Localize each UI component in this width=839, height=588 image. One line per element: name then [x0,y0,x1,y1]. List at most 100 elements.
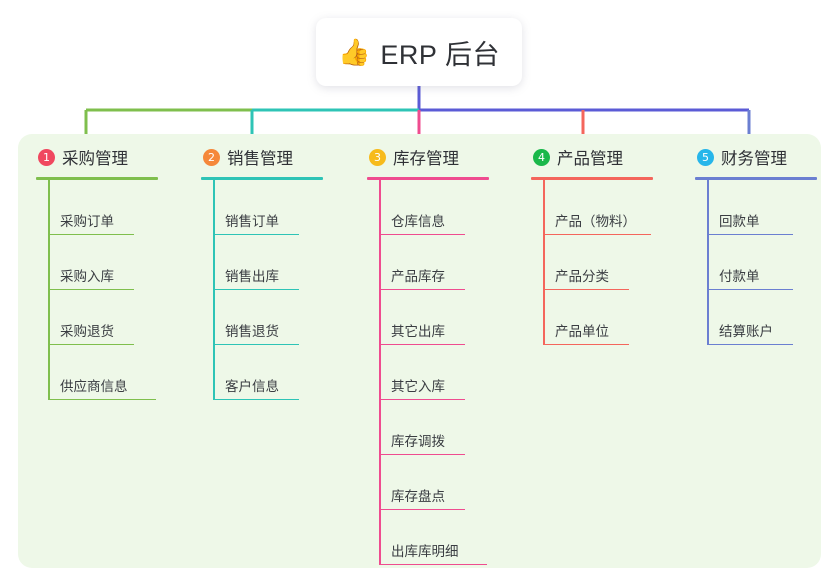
leaf-item-label: 采购退货 [60,324,114,339]
column-5: 5 财务管理回款单付款单结算账户 [695,144,839,345]
leaf-item-label: 付款单 [719,269,760,284]
column-header-rule-5 [695,177,817,180]
column-1: 1 采购管理采购订单采购入库采购退货供应商信息 [36,144,202,400]
thumbs-up-icon: 👍 [338,37,371,67]
leaf-item[interactable]: 客户信息 [213,345,367,400]
leaf-item[interactable]: 销售订单 [213,180,367,235]
leaf-item-rule [379,398,465,400]
leaf-item-label: 销售订单 [225,214,279,229]
leaf-item-rule [543,233,651,235]
leaf-item-rule [213,233,299,235]
column-spine-2 [213,180,215,400]
column-title-1: 采购管理 [62,150,128,168]
column-header-5[interactable]: 5 财务管理 [695,144,839,170]
leaf-item-label: 库存盘点 [391,489,445,504]
leaf-item[interactable]: 库存盘点 [379,455,533,510]
column-badge-3: 3 [369,148,386,166]
leaf-item-rule [543,343,629,345]
diagram-title-card: 👍 ERP 后台 [316,18,522,86]
leaf-list-5: 回款单付款单结算账户 [695,180,839,345]
leaf-item[interactable]: 采购退货 [48,290,202,345]
column-title-5: 财务管理 [721,150,787,168]
leaf-item-rule [379,233,465,235]
column-spine-4 [543,180,545,345]
column-badge-1: 1 [38,148,55,166]
leaf-item-rule [48,288,134,290]
leaf-item-rule [707,233,793,235]
leaf-item-rule [48,343,134,345]
leaf-item[interactable]: 回款单 [707,180,839,235]
column-2: 2 销售管理销售订单销售出库销售退货客户信息 [201,144,367,400]
leaf-item-label: 仓库信息 [391,214,445,229]
leaf-item[interactable]: 出库库明细 [379,510,533,565]
leaf-item[interactable]: 销售出库 [213,235,367,290]
leaf-item[interactable]: 结算账户 [707,290,839,345]
leaf-item-label: 销售出库 [225,269,279,284]
column-header-rule-3 [367,177,489,180]
column-spine-5 [707,180,709,345]
leaf-item[interactable]: 付款单 [707,235,839,290]
leaf-item-rule [48,233,134,235]
leaf-item-label: 供应商信息 [60,379,128,394]
leaf-item-rule [213,343,299,345]
leaf-item[interactable]: 产品单位 [543,290,697,345]
leaf-item-label: 销售退货 [225,324,279,339]
leaf-item[interactable]: 产品分类 [543,235,697,290]
leaf-item-label: 采购入库 [60,269,114,284]
column-header-3[interactable]: 3 库存管理 [367,144,533,170]
leaf-item[interactable]: 采购入库 [48,235,202,290]
leaf-item-label: 客户信息 [225,379,279,394]
leaf-list-3: 仓库信息产品库存其它出库其它入库库存调拨库存盘点出库库明细 [367,180,533,565]
leaf-item[interactable]: 其它入库 [379,345,533,400]
column-badge-2: 2 [203,148,220,166]
leaf-item[interactable]: 其它出库 [379,290,533,345]
leaf-item-label: 回款单 [719,214,760,229]
leaf-item[interactable]: 产品（物料） [543,180,697,235]
leaf-item-rule [707,343,793,345]
leaf-item-label: 采购订单 [60,214,114,229]
column-header-1[interactable]: 1 采购管理 [36,144,202,170]
leaf-item-rule [543,288,629,290]
leaf-item-label: 出库库明细 [391,544,459,559]
column-title-2: 销售管理 [227,150,293,168]
leaf-list-4: 产品（物料） 产品分类产品单位 [531,180,697,345]
leaf-item-rule [379,453,465,455]
leaf-item-rule [213,288,299,290]
leaf-item-label: 其它入库 [391,379,445,394]
column-badge-5: 5 [697,148,714,166]
leaf-item[interactable]: 供应商信息 [48,345,202,400]
leaf-item-label: 产品单位 [555,324,609,339]
leaf-list-2: 销售订单销售出库销售退货客户信息 [201,180,367,400]
leaf-item-rule [707,288,793,290]
leaf-item-label: 库存调拨 [391,434,445,449]
page-title: ERP 后台 [380,39,500,70]
leaf-item-rule [379,343,465,345]
column-header-rule-1 [36,177,158,180]
leaf-item[interactable]: 采购订单 [48,180,202,235]
leaf-item-rule [379,508,465,510]
column-header-rule-4 [531,177,653,180]
leaf-item-label: 产品库存 [391,269,445,284]
column-header-rule-2 [201,177,323,180]
leaf-item-rule [379,563,487,565]
leaf-item[interactable]: 仓库信息 [379,180,533,235]
leaf-item-rule [48,398,156,400]
column-badge-4: 4 [533,148,550,166]
column-3: 3 库存管理仓库信息产品库存其它出库其它入库库存调拨库存盘点出库库明细 [367,144,533,565]
leaf-item-label: 产品分类 [555,269,609,284]
leaf-item[interactable]: 库存调拨 [379,400,533,455]
column-header-2[interactable]: 2 销售管理 [201,144,367,170]
leaf-item[interactable]: 销售退货 [213,290,367,345]
diagram-panel [18,134,821,568]
column-spine-1 [48,180,50,400]
leaf-item[interactable]: 产品库存 [379,235,533,290]
column-title-3: 库存管理 [393,150,459,168]
leaf-item-label: 结算账户 [719,324,773,339]
leaf-item-label: 其它出库 [391,324,445,339]
leaf-item-label: 产品（物料） [555,214,636,229]
leaf-list-1: 采购订单采购入库采购退货供应商信息 [36,180,202,400]
leaf-item-rule [379,288,465,290]
